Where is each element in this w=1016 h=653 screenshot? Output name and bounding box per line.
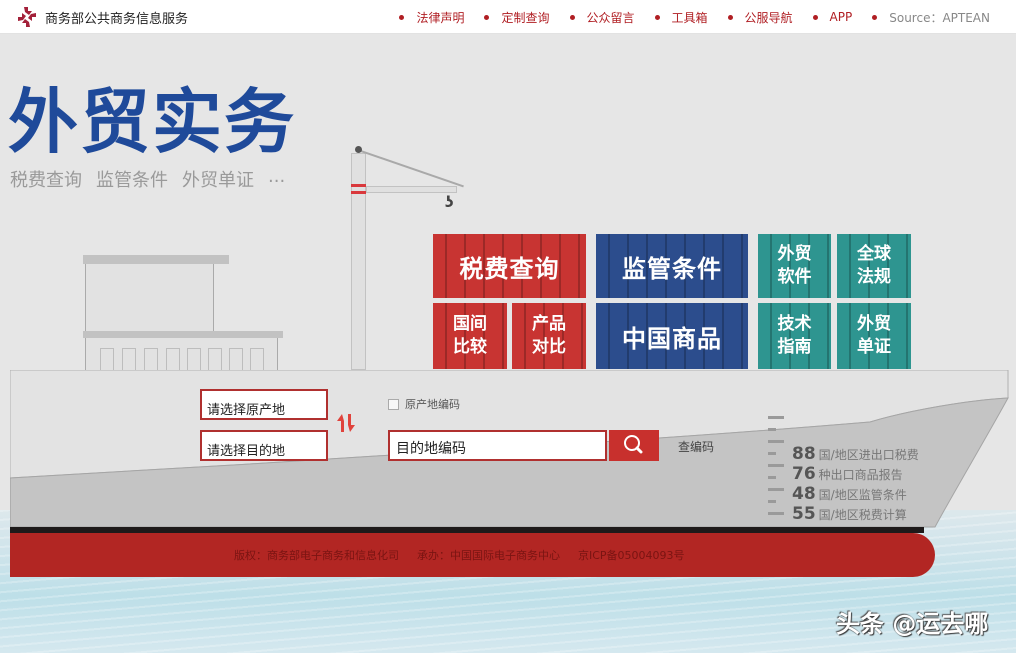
bullet-icon bbox=[569, 14, 575, 20]
origin-select[interactable]: 请选择原产地 bbox=[200, 389, 328, 420]
search-button[interactable] bbox=[609, 430, 659, 461]
nav-app[interactable]: APP bbox=[812, 10, 852, 24]
building-roof bbox=[83, 331, 283, 338]
nav-public-message[interactable]: 公众留言 bbox=[569, 9, 635, 26]
origin-code-checkbox[interactable]: 原产地编码 bbox=[388, 396, 460, 412]
crane-stripe bbox=[351, 191, 366, 194]
bullet-icon bbox=[812, 14, 818, 20]
crane-stripe bbox=[351, 184, 366, 187]
hull-stripe bbox=[10, 527, 924, 533]
container-trade-documents[interactable]: 外贸 单证 bbox=[837, 303, 911, 369]
nav-custom-query[interactable]: 定制查询 bbox=[484, 9, 550, 26]
checkbox[interactable] bbox=[388, 398, 399, 410]
building-roof bbox=[83, 255, 229, 264]
crane-arm bbox=[366, 186, 457, 193]
container-china-goods[interactable]: 中国商品 bbox=[596, 303, 748, 369]
nav-toolbox[interactable]: 工具箱 bbox=[654, 9, 708, 26]
container-trade-software[interactable]: 外贸 软件 bbox=[758, 234, 831, 298]
destination-code-input[interactable]: 目的地编码 bbox=[388, 430, 607, 461]
subtitle-item: 监管条件 bbox=[96, 170, 168, 191]
top-nav: 法律声明 定制查询 公众留言 工具箱 公服导航 APP Source：APTEA… bbox=[379, 0, 990, 34]
search-icon bbox=[624, 435, 643, 454]
destination-select[interactable]: 请选择目的地 bbox=[200, 430, 328, 461]
crane-hook-icon: ʖ bbox=[445, 193, 454, 211]
subtitle-item: ... bbox=[268, 166, 286, 187]
container-country-compare[interactable]: 国间 比较 bbox=[433, 303, 507, 369]
subtitle-item: 外贸单证 bbox=[182, 170, 254, 191]
brand[interactable]: 商务部公共商务信息服务 bbox=[14, 5, 188, 29]
crane-knob bbox=[355, 146, 362, 153]
watermark: 头条 @运去哪 bbox=[836, 610, 989, 638]
bullet-icon bbox=[727, 14, 733, 20]
bullet-icon bbox=[872, 14, 878, 20]
red-hull bbox=[10, 533, 935, 577]
swap-arrows-icon[interactable] bbox=[336, 412, 356, 434]
container-regulatory-conditions[interactable]: 监管条件 bbox=[596, 234, 748, 298]
bullet-icon bbox=[399, 14, 405, 20]
organizer-text: 承办：中国国际电子商务中心 bbox=[417, 549, 560, 562]
nav-legal[interactable]: 法律声明 bbox=[399, 9, 464, 26]
gauge-ticks bbox=[768, 416, 784, 524]
container-tax-query[interactable]: 税费查询 bbox=[433, 234, 586, 298]
page-title: 外贸实务 bbox=[8, 81, 296, 163]
building-lower bbox=[85, 338, 278, 370]
container-global-regulations[interactable]: 全球 法规 bbox=[837, 234, 911, 298]
site-name: 商务部公共商务信息服务 bbox=[45, 11, 189, 27]
source-label: Source：APTEAN bbox=[872, 9, 990, 26]
icp-link[interactable]: 京ICP备05004093号 bbox=[578, 549, 685, 562]
mofcom-logo-icon bbox=[18, 7, 36, 27]
bullet-icon bbox=[484, 14, 490, 20]
footer-info: 版权：商务部电子商务和信息化司 承办：中国国际电子商务中心 京ICP备05004… bbox=[234, 547, 703, 563]
container-tech-guide[interactable]: 技术 指南 bbox=[758, 303, 831, 369]
top-bar: 商务部公共商务信息服务 法律声明 定制查询 公众留言 工具箱 公服导航 APP … bbox=[0, 0, 1016, 34]
crane-cable bbox=[357, 149, 464, 188]
subtitle-item: 税费查询 bbox=[10, 170, 82, 191]
container-product-compare[interactable]: 产品 对比 bbox=[512, 303, 586, 369]
lookup-code-link[interactable]: 查编码 bbox=[678, 440, 715, 454]
bullet-icon bbox=[654, 14, 660, 20]
nav-service-guide[interactable]: 公服导航 bbox=[727, 9, 793, 26]
copyright-text: 版权：商务部电子商务和信息化司 bbox=[234, 549, 399, 562]
hero-subtitle: 税费查询 监管条件 外贸单证 ... bbox=[10, 166, 299, 192]
building-upper bbox=[85, 264, 214, 331]
